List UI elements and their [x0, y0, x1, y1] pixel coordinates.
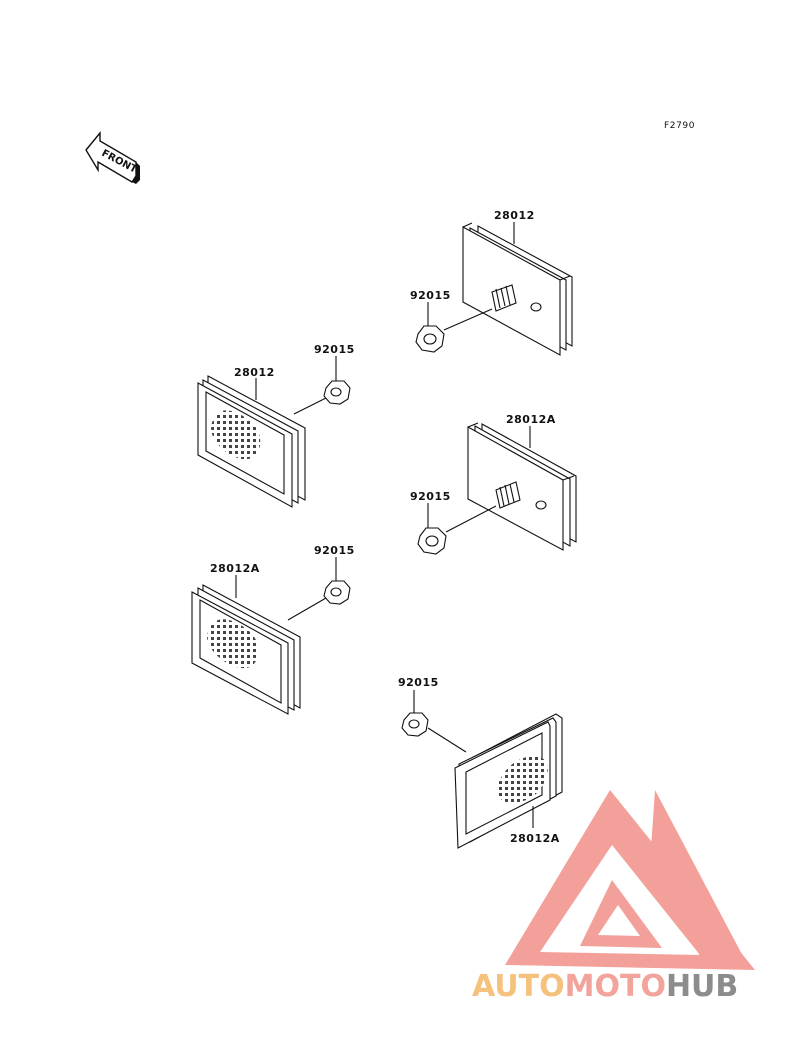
label-p5-nut: 92015 [398, 676, 439, 689]
watermark-peak-icon [650, 790, 745, 960]
nut-3-icon [417, 527, 447, 555]
svg-text:AUTOMOTOHUB: AUTOMOTOHUB [472, 969, 738, 1004]
label-p3-reflector: 28012A [506, 413, 556, 426]
nut-5-icon [401, 712, 429, 737]
reflector-pattern [211, 410, 261, 460]
watermark-text-moto: MOTO [565, 969, 666, 1004]
watermark-text-auto: AUTO [472, 969, 565, 1004]
diagram-code: F2790 [664, 121, 695, 131]
reflector-bottom-right [454, 713, 563, 849]
watermark-logo: AUTOMOTOHUB [472, 790, 755, 1004]
label-p2-nut: 92015 [314, 343, 355, 356]
label-p4-nut: 92015 [314, 544, 355, 557]
label-p4-reflector: 28012A [210, 562, 260, 575]
label-p3-nut: 92015 [410, 490, 451, 503]
watermark-text-hub: HUB [666, 969, 738, 1004]
reflector-pattern [207, 619, 259, 669]
reflector-right-middle [467, 422, 577, 551]
nut-1-icon [415, 325, 445, 353]
label-p1-nut: 92015 [410, 289, 451, 302]
label-p5-reflector: 28012A [510, 832, 560, 845]
reflector-left-upper [197, 375, 306, 508]
reflector-pattern [497, 756, 548, 803]
label-p1-reflector: 28012 [494, 209, 535, 222]
reflector-upper-right [462, 222, 573, 356]
nut-4-icon [323, 580, 351, 605]
front-arrow-icon: FRONT [85, 131, 140, 184]
nut-2-icon [323, 380, 351, 405]
label-p2-reflector: 28012 [234, 366, 275, 379]
reflector-left-lower [191, 584, 301, 715]
